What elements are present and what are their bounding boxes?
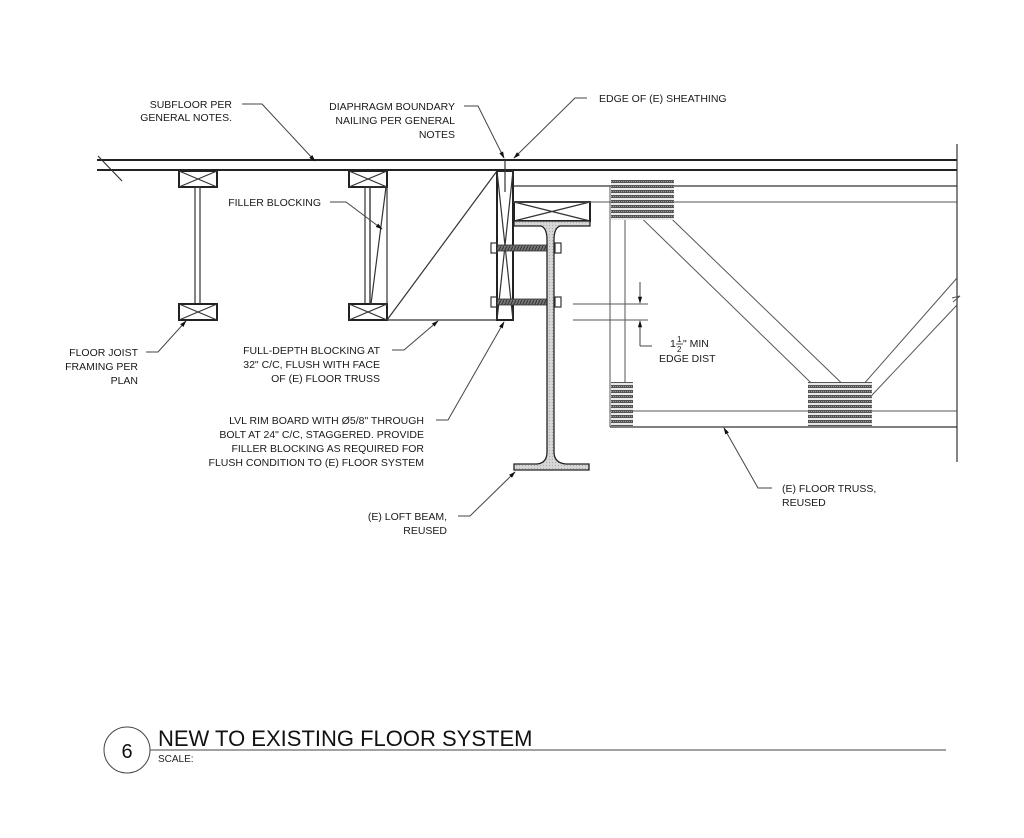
gusset-plate-bottom	[808, 382, 872, 426]
floor-joist-1	[178, 170, 218, 321]
note-line: FRAMING PER	[65, 361, 138, 373]
leader-lvl-rim	[436, 321, 505, 421]
note-floor-joist: FLOOR JOIST FRAMING PER PLAN	[65, 347, 139, 387]
leader-floor-joist	[146, 320, 187, 353]
note-line: FULL-DEPTH BLOCKING AT	[243, 345, 381, 357]
scale-label: SCALE:	[158, 754, 194, 765]
note-line: FILLER BLOCKING	[228, 197, 321, 209]
note-line: REUSED	[782, 497, 826, 509]
break-line	[97, 155, 123, 182]
note-full-depth-blocking: FULL-DEPTH BLOCKING AT 32" C/C, FLUSH WI…	[243, 345, 381, 385]
note-line: EDGE OF (E) SHEATHING	[599, 93, 727, 105]
note-line: LVL RIM BOARD WITH Ø5/8" THROUGH	[229, 415, 424, 427]
note-diaphragm: DIAPHRAGM BOUNDARY NAILING PER GENERAL N…	[329, 101, 455, 141]
floor-joist-2	[348, 170, 388, 321]
leader-diaphragm	[464, 105, 505, 159]
edge-dist-suffix: " MIN	[683, 338, 709, 350]
lvl-rim-board	[496, 160, 514, 321]
note-loft-beam: (E) LOFT BEAM, REUSED	[368, 511, 448, 537]
note-line: (E) LOFT BEAM,	[368, 511, 447, 523]
note-line: REUSED	[403, 525, 447, 537]
note-line: NOTES	[419, 129, 455, 141]
full-depth-blocking	[386, 170, 498, 321]
note-line: GENERAL NOTES.	[140, 112, 232, 124]
note-floor-truss: (E) FLOOR TRUSS, REUSED	[782, 483, 876, 509]
subfloor	[97, 144, 958, 462]
note-line: BOLT AT 24" C/C, STAGGERED. PROVIDE	[219, 429, 424, 441]
note-line: OF (E) FLOOR TRUSS	[271, 373, 380, 385]
note-line: DIAPHRAGM BOUNDARY	[329, 101, 455, 113]
gusset-plate-left	[611, 382, 633, 426]
edge-dist-frac-num: 1	[677, 335, 682, 344]
note-edge-dist: 1 1 2 " MIN EDGE DIST	[659, 335, 716, 365]
note-line: PLAN	[111, 375, 138, 387]
edge-distance-dimension	[573, 282, 652, 347]
floor-truss	[513, 180, 961, 428]
edge-dist-line2: EDGE DIST	[659, 353, 716, 365]
edge-dist-whole: 1	[670, 338, 676, 350]
note-line: FLUSH CONDITION TO (E) FLOOR SYSTEM	[209, 457, 424, 469]
leaders	[146, 97, 772, 517]
detail-number: 6	[121, 741, 132, 763]
note-filler-blocking: FILLER BLOCKING	[228, 197, 321, 209]
note-line: SUBFLOOR PER	[150, 99, 233, 111]
note-lvl-rim: LVL RIM BOARD WITH Ø5/8" THROUGH BOLT AT…	[209, 415, 425, 469]
leader-full-depth-blocking	[392, 320, 439, 351]
note-subfloor: SUBFLOOR PER GENERAL NOTES.	[140, 99, 232, 124]
leader-edge-sheathing	[513, 97, 587, 159]
note-line: FLOOR JOIST	[69, 347, 138, 359]
detail-title-block: 6 NEW TO EXISTING FLOOR SYSTEM SCALE:	[103, 726, 946, 774]
through-bolt-lower	[490, 296, 562, 308]
leader-filler-blocking	[330, 201, 383, 230]
note-line: (E) FLOOR TRUSS,	[782, 483, 876, 495]
filler-blocking	[369, 186, 388, 305]
note-edge-sheathing: EDGE OF (E) SHEATHING	[599, 93, 727, 105]
leader-loft-beam	[458, 471, 516, 517]
leader-floor-truss	[723, 427, 772, 489]
detail-title: NEW TO EXISTING FLOOR SYSTEM	[158, 726, 532, 751]
note-line: NAILING PER GENERAL	[335, 115, 455, 127]
through-bolt-upper	[490, 242, 562, 254]
note-line: FILLER BLOCKING AS REQUIRED FOR	[231, 443, 424, 455]
gusset-plate-top	[611, 180, 674, 220]
edge-dist-frac-den: 2	[677, 345, 682, 354]
leader-subfloor	[242, 103, 316, 162]
note-line: 32" C/C, FLUSH WITH FACE	[243, 359, 380, 371]
